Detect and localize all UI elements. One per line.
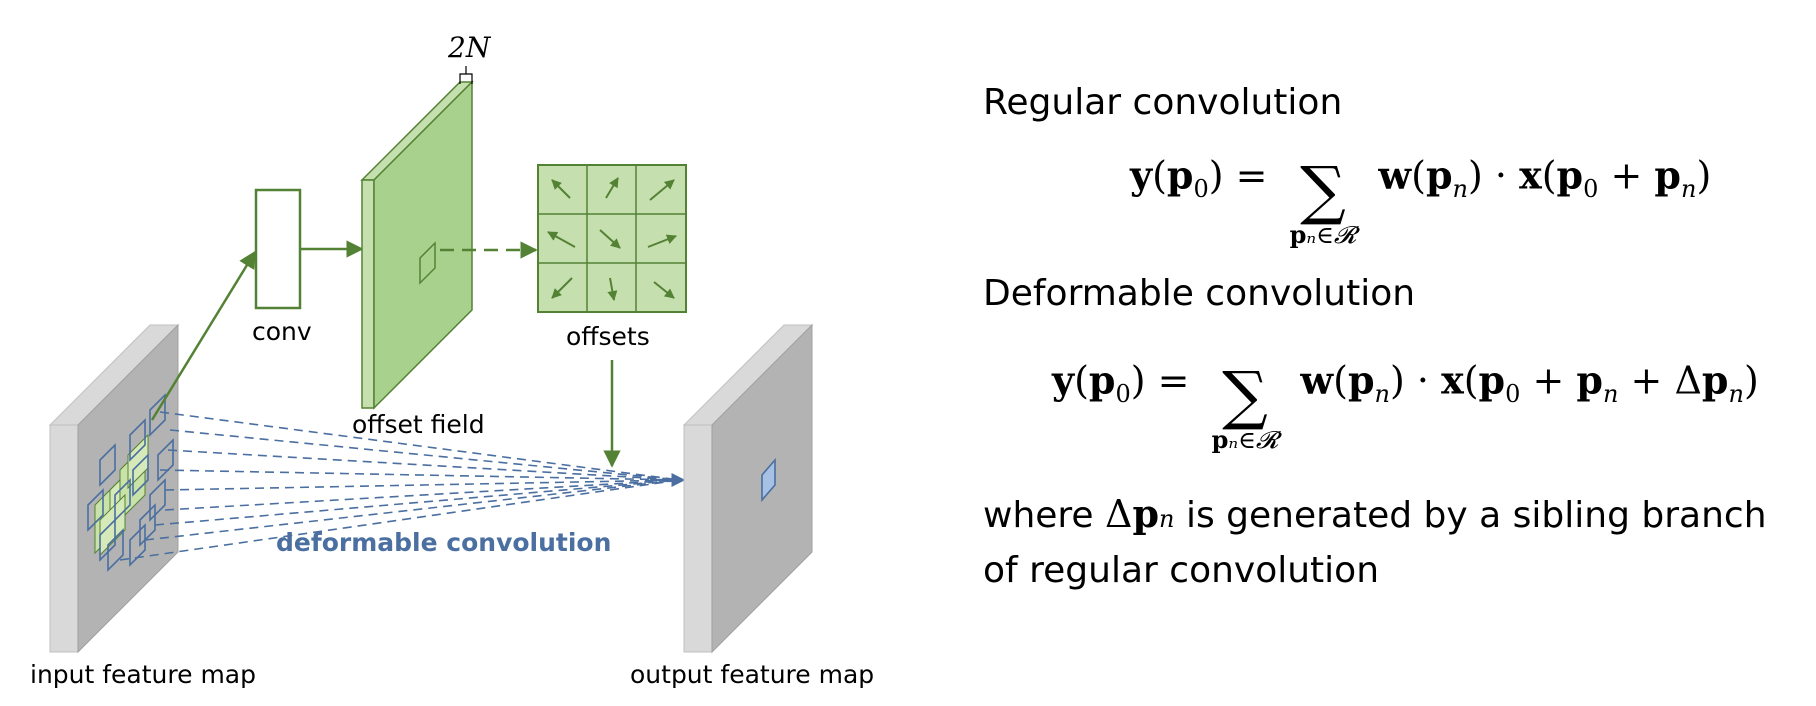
offsets-grid: [537, 164, 687, 313]
note-suffix: is generated by a sibling branch of regu…: [983, 495, 1767, 591]
regular-sum: ∑ pₙ∈𝓡: [1289, 154, 1357, 249]
offset-field: [360, 80, 474, 410]
output-feature-map: [682, 323, 814, 654]
output-pixel: [761, 457, 776, 503]
offset-note: where Δpn is generated by a sibling bran…: [983, 488, 1803, 597]
offset-field-cell: [419, 241, 436, 285]
offsets-label: offsets: [566, 322, 650, 351]
regular-conv-heading: Regular convolution: [983, 82, 1343, 123]
deformable-sum: ∑ pₙ∈𝓡: [1211, 359, 1279, 454]
note-prefix: where: [983, 495, 1106, 536]
conv-box: [254, 188, 302, 310]
input-map-label: input feature map: [30, 660, 256, 689]
deformable-conv-lines: [119, 411, 681, 561]
deformed-kernel-cells: [87, 393, 174, 572]
offset-field-label: offset field: [352, 410, 485, 439]
conv-label: conv: [252, 317, 312, 346]
output-map-label: output feature map: [630, 660, 874, 689]
deformable-conv-label: deformable convolution: [276, 528, 611, 557]
deformable-conv-equation: y(p0) = ∑ pₙ∈𝓡 w(pn) · x(p0 + pn + Δpn): [1052, 357, 1759, 455]
channel-bracket: [459, 66, 473, 84]
deformable-conv-heading: Deformable convolution: [983, 273, 1416, 314]
regular-conv-equation: y(p0) = ∑ pₙ∈𝓡 w(pn) · x(p0 + pn): [1130, 152, 1712, 250]
channel-count-label: 2N: [447, 31, 492, 64]
input-to-conv-arrow: [150, 250, 257, 421]
delta-p-symbol: Δpn: [1105, 491, 1175, 536]
